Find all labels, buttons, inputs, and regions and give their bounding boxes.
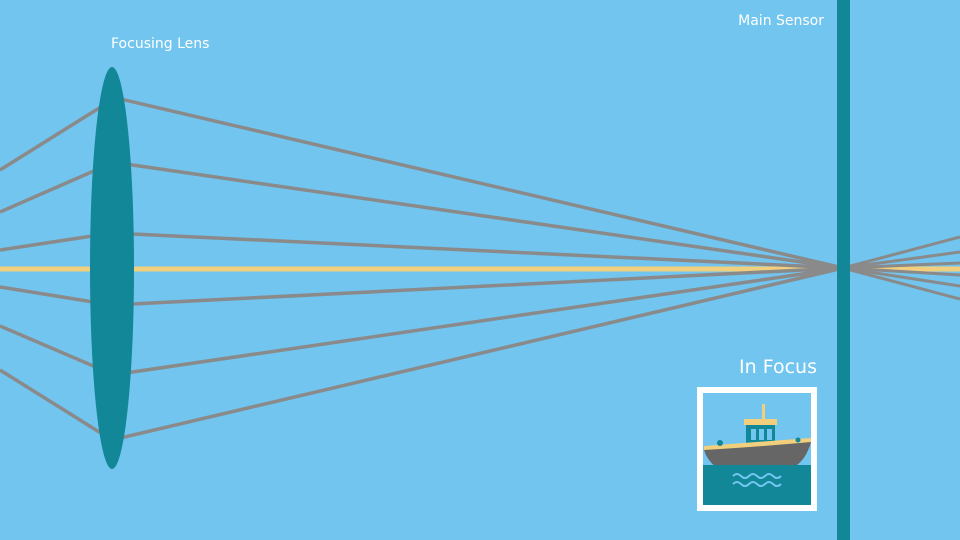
converging-ray (111, 266, 844, 377)
main-sensor-label: Main Sensor (738, 13, 824, 29)
diverging-ray (842, 250, 960, 270)
incoming-ray (0, 98, 113, 172)
diverging-rays (842, 235, 960, 301)
focusing-lens-label: Focusing Lens (111, 36, 210, 52)
diverging-ray (842, 261, 960, 270)
converging-ray (111, 231, 844, 270)
diverging-ray (842, 235, 960, 270)
incoming-ray (0, 368, 113, 442)
converging-ray (111, 266, 844, 307)
diverging-ray (842, 266, 960, 288)
converging-ray (111, 266, 844, 442)
converging-ray (111, 160, 844, 270)
diverging-ray (842, 266, 960, 301)
incoming-rays (0, 98, 113, 442)
converging-rays (111, 95, 844, 442)
in-focus-label: In Focus (739, 356, 817, 378)
in-focus-thumbnail (697, 387, 817, 511)
focusing-lens (90, 67, 134, 469)
boat-on-water-icon (703, 404, 811, 505)
diverging-ray (842, 266, 960, 277)
main-sensor (837, 0, 850, 540)
converging-ray (111, 95, 844, 270)
